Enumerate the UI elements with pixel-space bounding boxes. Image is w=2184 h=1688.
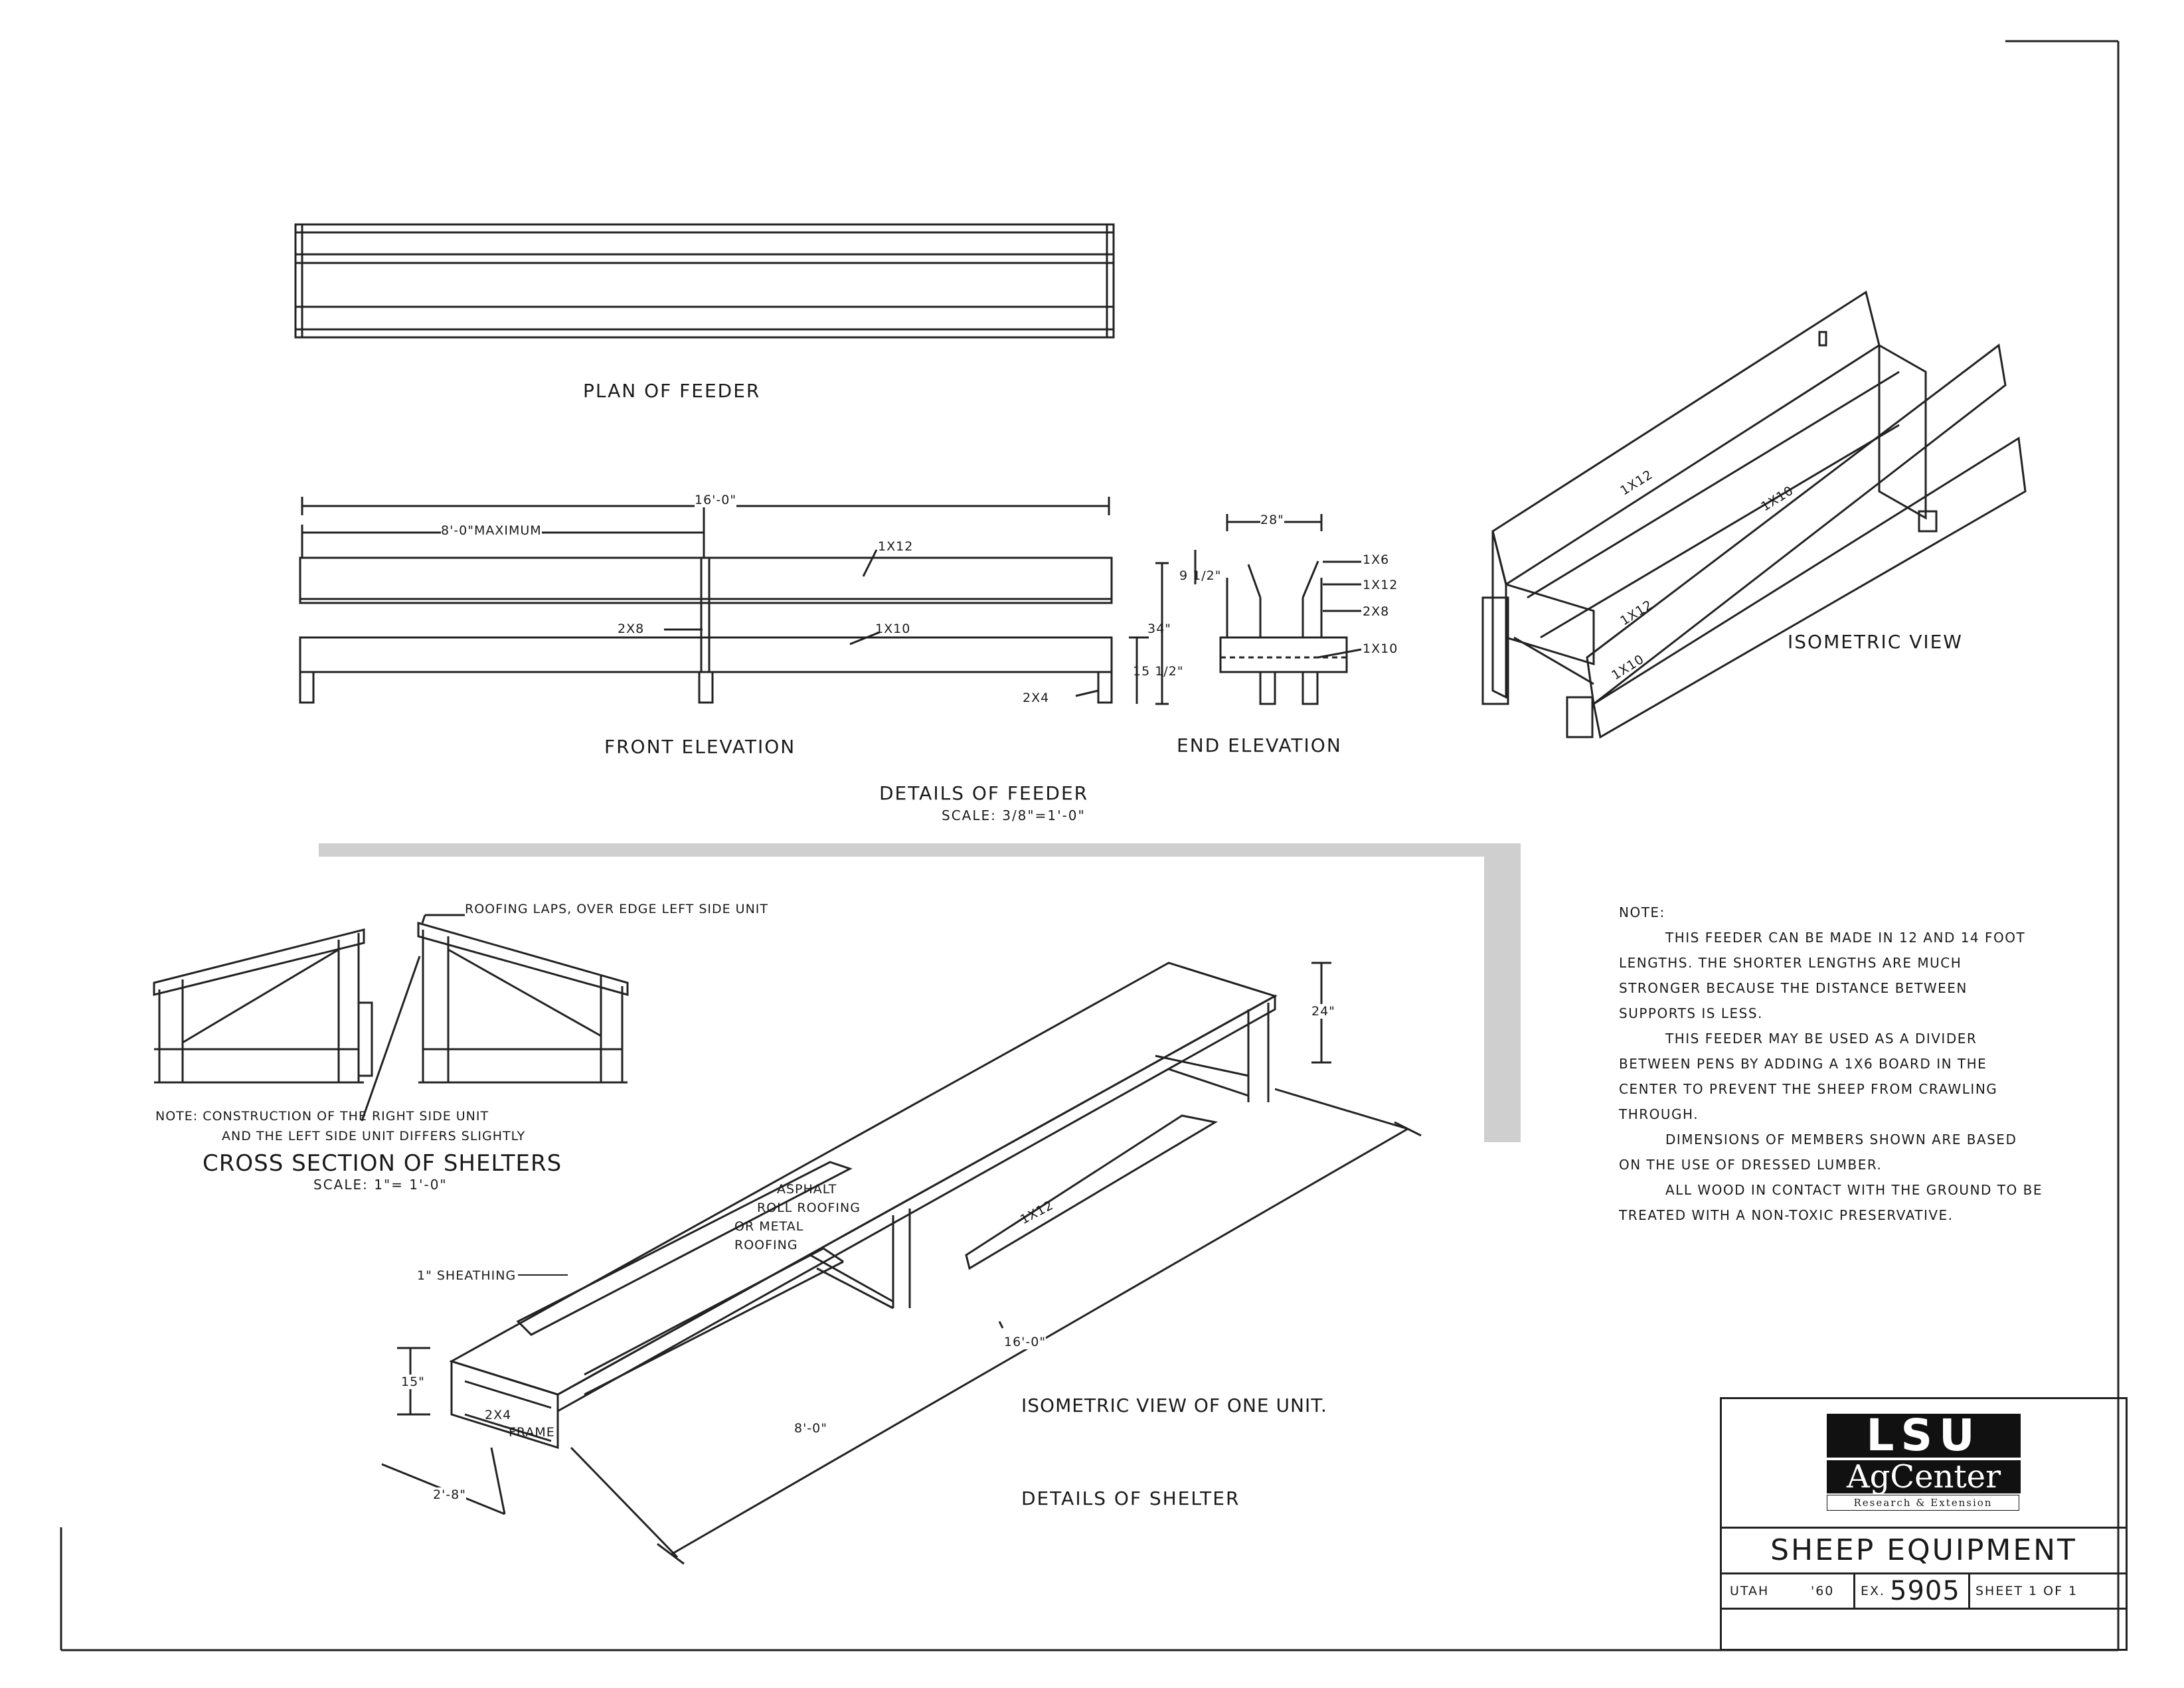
- cross-note-line2: AND THE LEFT SIDE UNIT DIFFERS SLIGHTLY: [222, 1129, 526, 1143]
- shelter-2x4: 2x4: [485, 1408, 512, 1422]
- dim-34in: 34": [1147, 622, 1171, 636]
- cross-section-title: CROSS SECTION OF SHELTERS: [203, 1150, 562, 1177]
- logo-lsu: LSU: [1827, 1414, 2021, 1458]
- shelter-16ft: 16'-0": [1004, 1335, 1047, 1349]
- plan-of-feeder-drawing: [294, 223, 1115, 339]
- dim-end-1x10: 1x10: [1363, 641, 1398, 656]
- asphalt-label-2: ROLL ROOFING: [757, 1201, 861, 1215]
- dim-9-half: 9 1/2": [1179, 568, 1222, 583]
- feeder-notes: NOTE: THIS FEEDER CAN BE MADE IN 12 AND …: [1619, 900, 2044, 1228]
- ex-cell: EX. 5905: [1853, 1574, 1970, 1608]
- notes-para-4: ALL WOOD IN CONTACT WITH THE GROUND TO B…: [1619, 1182, 2043, 1223]
- sheathing-label: 1" SHEATHING: [417, 1268, 517, 1283]
- details-of-shelter-title: DETAILS OF SHELTER: [1021, 1487, 1240, 1509]
- dim-end-2x8: 2x8: [1363, 604, 1390, 619]
- notes-para-2: THIS FEEDER MAY BE USED AS A DIVIDER BET…: [1619, 1031, 1998, 1122]
- dim-15-half: 15 1/2": [1133, 664, 1184, 679]
- dim-end-1x12: 1x12: [1363, 578, 1398, 592]
- title-block-info-row: UTAH '60 EX. 5905 SHEET 1 OF 1: [1722, 1574, 2126, 1610]
- cross-note-line1: NOTE: CONSTRUCTION OF THE RIGHT SIDE UNI…: [155, 1109, 489, 1124]
- notes-para-1: THIS FEEDER CAN BE MADE IN 12 AND 14 FOO…: [1619, 930, 2026, 1021]
- details-of-feeder-scale: SCALE: 3/8"=1'-0": [942, 807, 1086, 823]
- notes-para-3: DIMENSIONS OF MEMBERS SHOWN ARE BASED ON…: [1619, 1132, 2017, 1173]
- dim-front-1x12: 1x12: [878, 539, 914, 554]
- asphalt-label-3: OR METAL: [734, 1219, 804, 1234]
- front-elevation-title: FRONT ELEVATION: [604, 736, 796, 758]
- shelter-frame: FRAME: [509, 1425, 555, 1440]
- shelter-isometric-title: ISOMETRIC VIEW OF ONE UNIT.: [1021, 1394, 1327, 1416]
- dim-8ft-max: 8'-0"MAXIMUM: [441, 523, 542, 538]
- title-block: LSU AgCenter Research & Extension SHEEP …: [1720, 1397, 2128, 1651]
- isometric-feeder-drawing: [1481, 290, 2027, 739]
- year-cell: '60: [1811, 1584, 1835, 1598]
- shelter-8ft: 8'-0": [794, 1421, 827, 1436]
- dim-front-2x8: 2x8: [618, 622, 645, 636]
- details-of-feeder-title: DETAILS OF FEEDER: [879, 782, 1089, 804]
- lsu-agcenter-logo: LSU AgCenter Research & Extension: [1722, 1399, 2126, 1529]
- shelter-isometric-drawing: [381, 962, 1422, 1565]
- cross-section-shelters-drawing: [153, 914, 629, 1122]
- state-cell: UTAH: [1730, 1584, 1770, 1598]
- asphalt-label-1: ASPHALT: [777, 1182, 837, 1197]
- ex-prefix: EX.: [1861, 1584, 1886, 1598]
- dim-front-2x4: 2x4: [1023, 691, 1050, 705]
- asphalt-label-4: ROOFING: [734, 1238, 798, 1252]
- dim-front-1x10: 1x10: [875, 622, 911, 636]
- shelter-24in: 24": [1311, 1004, 1335, 1019]
- notes-heading: NOTE:: [1619, 904, 1665, 920]
- sheet-title: SHEEP EQUIPMENT: [1722, 1529, 2126, 1574]
- ex-number: 5905: [1890, 1576, 1960, 1606]
- end-elevation-title: END ELEVATION: [1177, 734, 1342, 756]
- stipple-band: [319, 843, 1521, 1142]
- cross-section-scale: SCALE: 1"= 1'-0": [313, 1177, 448, 1193]
- dim-end-28: 28": [1260, 513, 1284, 527]
- sheet-cell: SHEET 1 OF 1: [1975, 1584, 2078, 1598]
- plan-of-feeder-title: PLAN OF FEEDER: [583, 380, 761, 402]
- logo-agcenter: AgCenter: [1827, 1460, 2021, 1493]
- roofing-laps-label: ROOFING LAPS, OVER EDGE LEFT SIDE UNIT: [465, 902, 769, 916]
- logo-research: Research & Extension: [1827, 1495, 2019, 1511]
- dim-16ft: 16'-0": [695, 493, 737, 507]
- dim-end-1x6: 1x6: [1363, 552, 1390, 567]
- front-elevation-drawing: [299, 497, 1169, 705]
- shelter-15in: 15": [401, 1375, 425, 1389]
- shelter-2ft8: 2'-8": [433, 1487, 466, 1502]
- isometric-view-title: ISOMETRIC VIEW: [1788, 631, 1963, 653]
- end-elevation-drawing: [1194, 514, 1362, 705]
